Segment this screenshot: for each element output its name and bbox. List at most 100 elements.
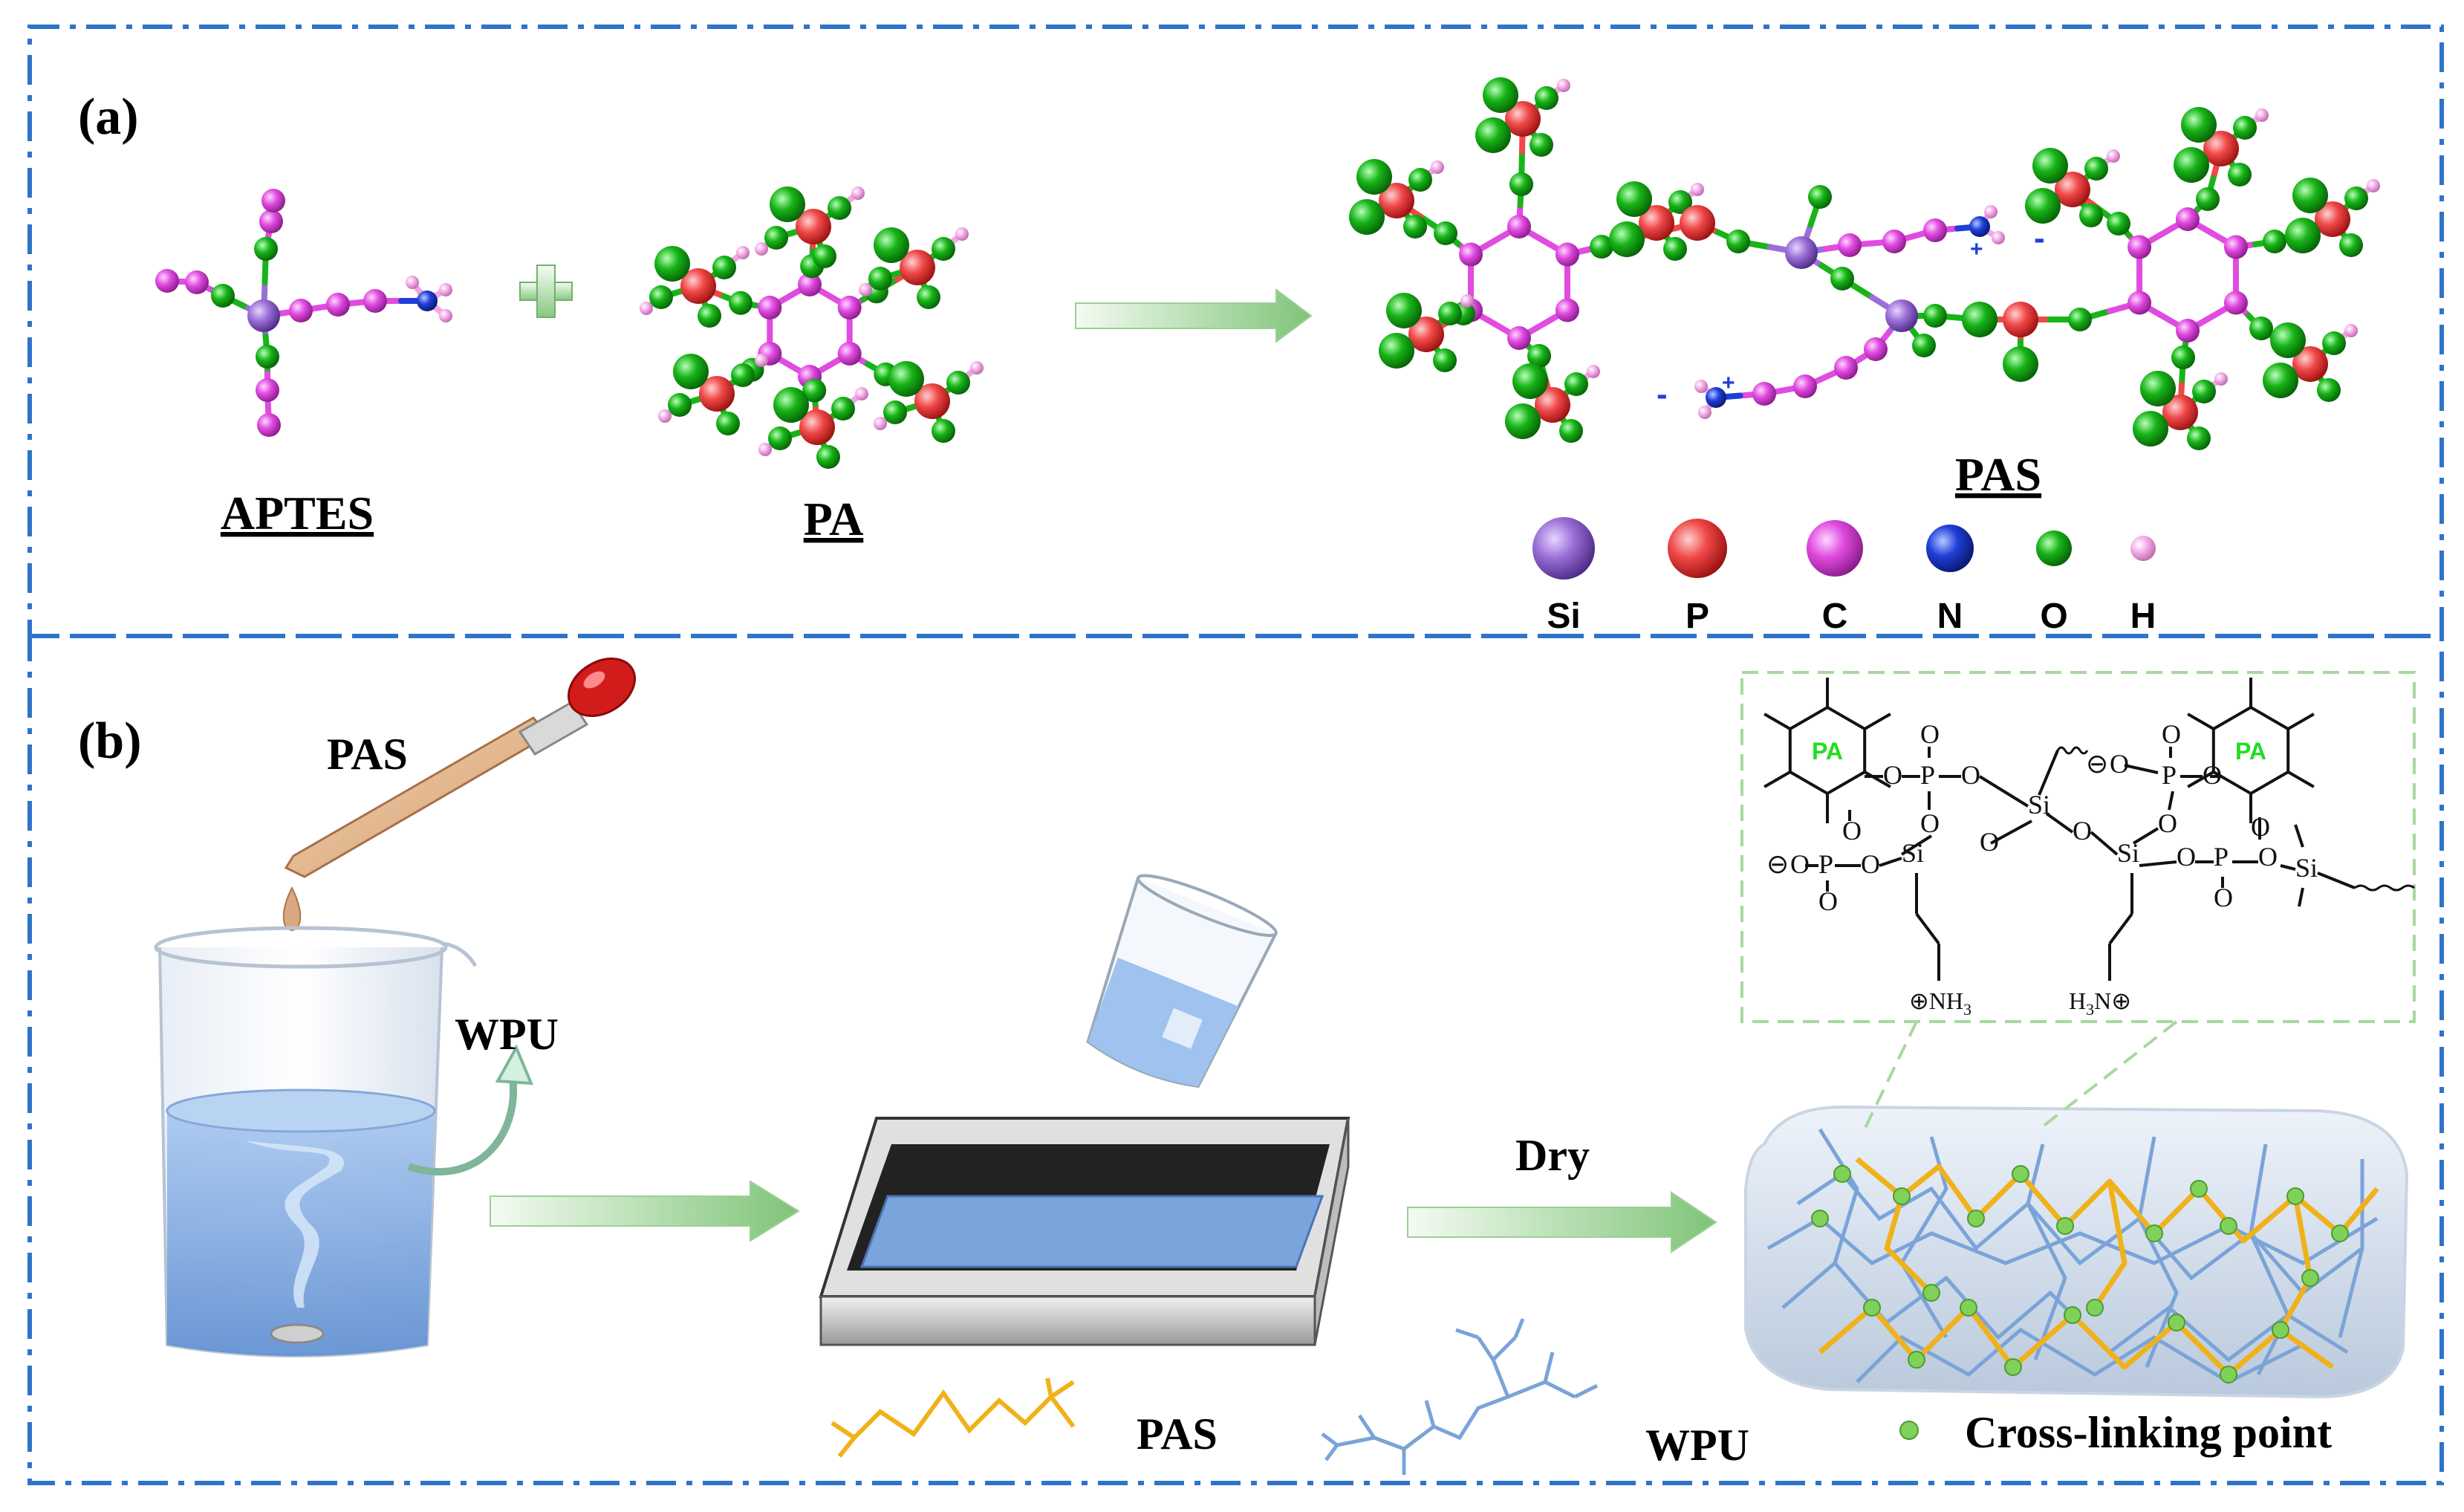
atom-h [2214, 372, 2228, 386]
structure-atom: O [1842, 816, 1862, 846]
structure-bond [2038, 750, 2059, 796]
atom-c [257, 413, 281, 437]
atom-h [970, 361, 984, 374]
crosslink-dot [2056, 1217, 2074, 1235]
atom-p [2292, 346, 2328, 382]
dry-arrow [1407, 1191, 1717, 1253]
atom-h [640, 302, 653, 315]
atom-o [649, 285, 673, 309]
crosslink-dot [2331, 1224, 2349, 1242]
atom-o [828, 196, 851, 220]
atom-o [2196, 187, 2220, 211]
charge-minus: - [1657, 376, 1668, 412]
ammonium-text: ⊕NH [1909, 987, 1963, 1014]
atom-p [680, 268, 716, 304]
crosslink-dot [2086, 1299, 2104, 1317]
atom-o [1962, 302, 1997, 337]
process-arrow-1 [490, 1180, 800, 1242]
structure-atom: O [1920, 719, 1940, 749]
atom-h [2367, 179, 2380, 192]
aptes-label: APTES [221, 487, 374, 539]
atom-o [1475, 117, 1511, 153]
atom-o [1379, 333, 1414, 369]
atom-o [1923, 304, 1947, 328]
atom-o [2339, 233, 2363, 257]
crosslink-dot [1967, 1210, 1985, 1227]
structure-atom: O [2158, 808, 2177, 838]
atom-o [932, 419, 955, 443]
atom-c [1882, 230, 1906, 253]
plus-icon [519, 265, 573, 318]
legend-symbol: P [1686, 597, 1709, 636]
crosslink-dot [1960, 1299, 1977, 1317]
atom-o [2084, 157, 2108, 181]
atom-o [1433, 348, 1457, 372]
charge-plus: + [1722, 371, 1735, 395]
atom-o [2285, 218, 2321, 253]
atom-o [654, 246, 690, 282]
atom-o [2181, 107, 2217, 143]
atom-c [155, 269, 179, 293]
atom-o [2107, 212, 2130, 236]
atom-o [773, 387, 809, 423]
atom-o [2140, 371, 2176, 406]
crosslink-dot [2220, 1366, 2237, 1383]
structure-bond [2045, 812, 2074, 834]
atom-h [855, 387, 868, 400]
atom-c [256, 378, 279, 402]
dry-label: Dry [1515, 1131, 1590, 1180]
atom-o [1726, 230, 1750, 253]
atom-c [2127, 291, 2152, 315]
atom-o [1483, 77, 1518, 113]
atom-h [874, 417, 887, 430]
structure-atom: O [2258, 842, 2278, 872]
atom-o [1616, 181, 1652, 217]
atom-o [1356, 159, 1392, 195]
atom-c [1752, 382, 1776, 406]
atom-o [883, 400, 907, 424]
atom-h [1587, 365, 1600, 378]
film-network [1744, 1105, 2409, 1399]
atom-o [917, 285, 940, 309]
atom-si [1785, 236, 1818, 269]
ring-substituent [1764, 713, 1791, 730]
atom-c [1834, 356, 1858, 380]
atom-h [859, 283, 872, 296]
pas-molecule: +-+- [1349, 77, 2380, 450]
atom-c [363, 289, 387, 313]
atom-o [1438, 302, 1462, 325]
atom-o [668, 393, 692, 417]
legend-symbol: C [1822, 597, 1848, 636]
reaction-arrow [1075, 288, 1313, 343]
legend-symbol: N [1937, 597, 1963, 636]
atom-o [1509, 172, 1533, 196]
crosslink-dot [2064, 1306, 2081, 1324]
atom-h [658, 409, 672, 423]
structure-atom: Si [2295, 853, 2318, 883]
structure-atom: O [1861, 849, 1880, 879]
atom-h [2255, 108, 2269, 122]
ammonium-subscript: 3 [2086, 1000, 2094, 1019]
atom-h [2344, 324, 2358, 337]
wpu-chain [2137, 1136, 2364, 1376]
atom-o [2344, 186, 2368, 210]
atom-c [1555, 242, 1579, 267]
crosslink-dot [2220, 1217, 2237, 1235]
atom-o [2003, 346, 2038, 382]
pa-label: PA [804, 493, 864, 545]
wpu-chain-icon [1321, 1318, 1599, 1475]
atom-c [837, 342, 862, 366]
structure-atom: O [1961, 760, 1980, 790]
atom-o [816, 445, 840, 469]
atom-p [799, 409, 835, 445]
chain-legend: PAS WPU Cross-linking point [830, 1318, 2332, 1475]
atom-c [326, 293, 350, 317]
structure-bond [1879, 857, 1902, 867]
atom-o [2025, 188, 2061, 224]
structure-atom: ⊖ [1766, 849, 1789, 879]
atom-o [673, 354, 709, 389]
atom-p [900, 250, 935, 285]
panel-frames [27, 25, 2444, 1485]
